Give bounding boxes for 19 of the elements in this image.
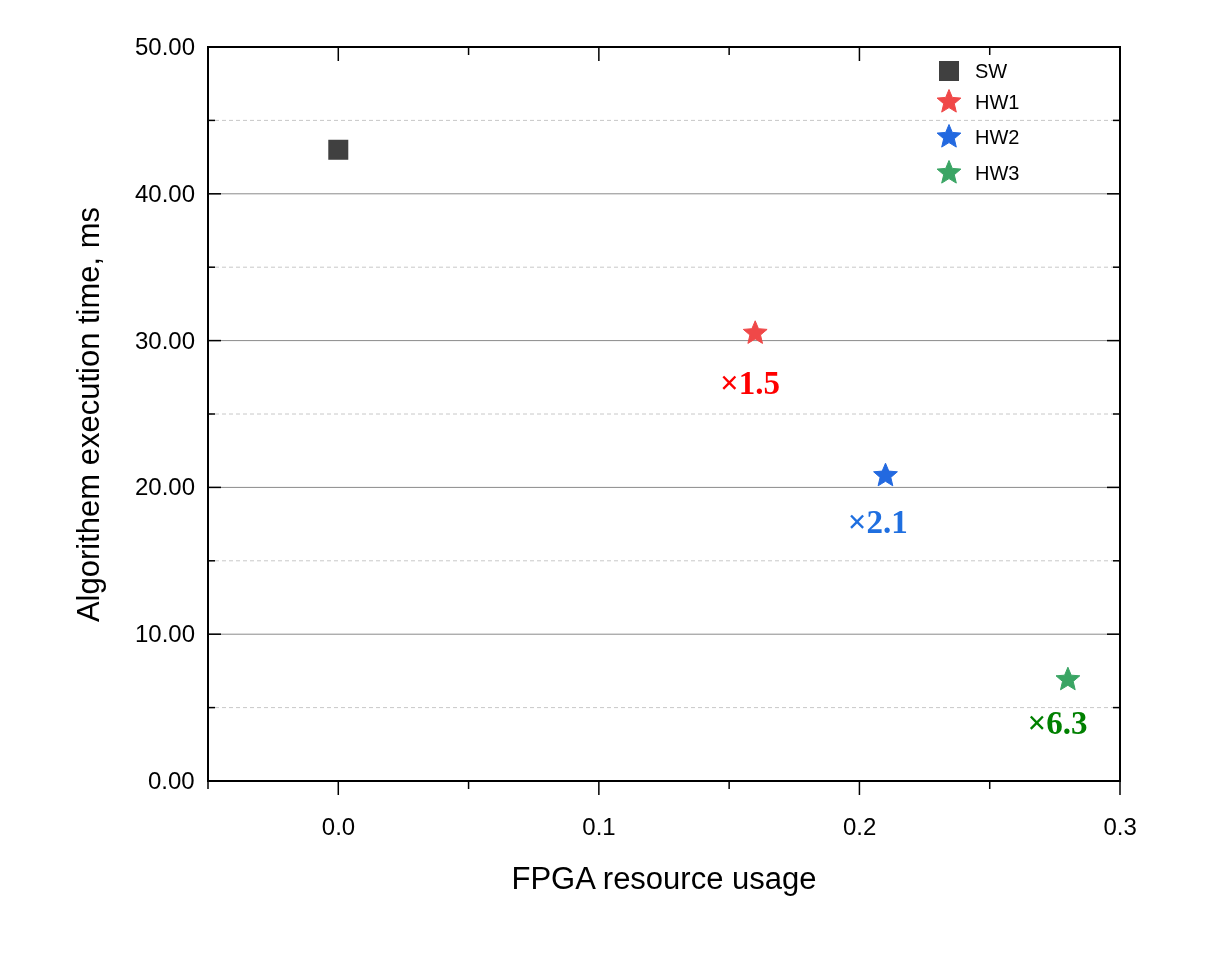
legend-label: SW xyxy=(975,61,1008,81)
tick-label: 0.00 xyxy=(148,769,195,793)
axis-title: Algorithem execution time, ms xyxy=(72,206,104,622)
legend-label: HW2 xyxy=(975,127,1020,147)
tick-label: 50.00 xyxy=(135,35,196,59)
tick-label: 10.00 xyxy=(135,622,196,647)
tick-label: 0.0 xyxy=(321,815,356,839)
data-label: ×2.1 xyxy=(847,506,908,540)
tick-label: 0.1 xyxy=(582,815,616,839)
tick-label: 40.00 xyxy=(135,181,196,206)
data-label: ×6.3 xyxy=(1027,706,1088,740)
legend-label: HW3 xyxy=(975,163,1020,183)
data-label: ×1.5 xyxy=(720,366,781,400)
tick-label: 0.2 xyxy=(842,815,877,839)
tick-label: 0.3 xyxy=(1103,815,1137,839)
axis-title: FPGA resource usage xyxy=(511,862,817,894)
tick-label: 30.00 xyxy=(135,328,196,353)
tick-label: 20.00 xyxy=(135,475,196,500)
legend-label: HW1 xyxy=(975,92,1020,112)
